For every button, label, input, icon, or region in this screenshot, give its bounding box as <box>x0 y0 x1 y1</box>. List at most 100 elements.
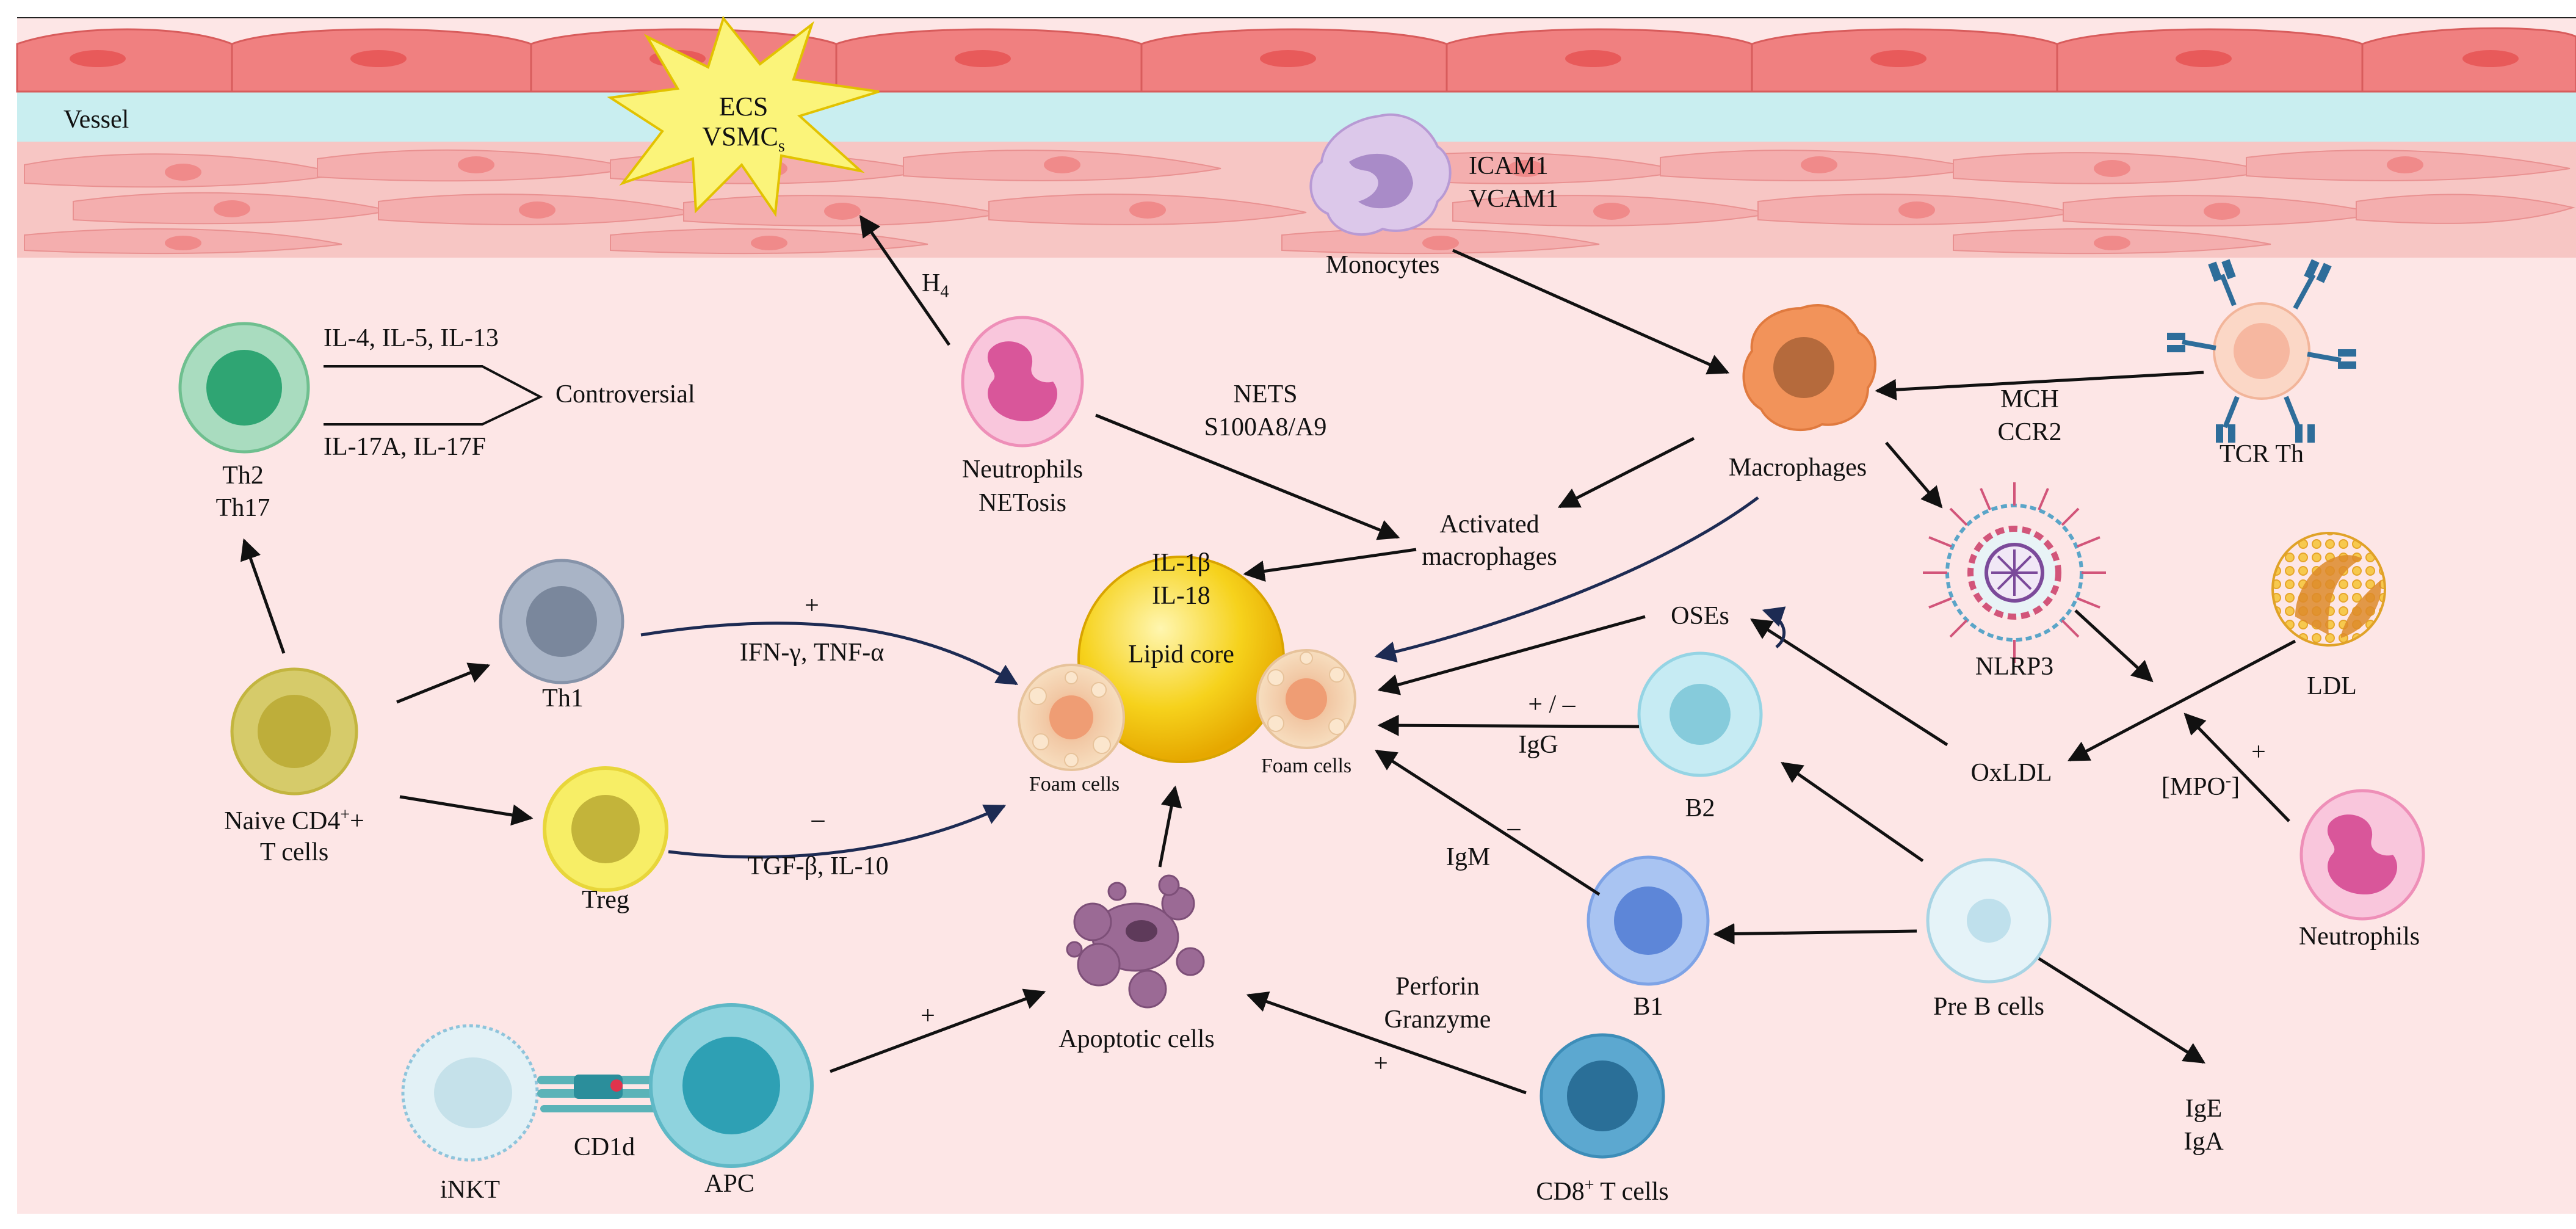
mpo-base: [MPO <box>2161 773 2226 801</box>
b2-label: B2 <box>1685 794 1715 822</box>
th1-cell <box>499 559 624 684</box>
top-border <box>17 17 2576 18</box>
arrow-b1-to-core <box>1375 749 1601 896</box>
apoptotic-cells <box>1066 874 1205 1009</box>
nets-label: NETS <box>1233 380 1298 408</box>
nlrp3-inflammasome <box>1923 482 2106 663</box>
neutrophils-right-label: Neutrophils <box>2298 923 2420 951</box>
macrophage-cell <box>1742 304 1876 432</box>
burst-line1: ECS <box>718 92 769 121</box>
foam-left-label: Foam cells <box>1029 768 1120 799</box>
tcr-th-cell <box>2167 259 2356 443</box>
pre-b-cell <box>1926 858 2052 984</box>
controversial-label: Controversial <box>555 380 695 408</box>
cd8-t-cell <box>1539 1033 1665 1159</box>
th2-label: Th2 <box>222 462 264 490</box>
apc-label: APC <box>704 1170 754 1198</box>
ccr2-label: CCR2 <box>1997 418 2062 446</box>
naive-cd4-cell <box>230 667 358 796</box>
burst-line2-base: VSMC <box>702 121 778 152</box>
arrow-nlrp3-to-mpo <box>2074 609 2154 683</box>
igm-label: IgM <box>1445 843 1491 871</box>
arrow-neutrophil-to-activated <box>1095 413 1400 540</box>
endothelial-cells <box>16 27 2576 93</box>
igm-minus-label: – <box>1507 814 1521 842</box>
adhesion-vcam1: VCAM1 <box>1469 185 1559 213</box>
cd8-label: CD8+ T cells <box>1536 1175 1668 1208</box>
arrow-monocyte-to-macrophage <box>1452 248 1730 375</box>
ldl-particle <box>2271 532 2386 647</box>
th1-plus-label: + <box>805 592 819 620</box>
arrow-b2-to-core <box>1377 714 1640 736</box>
macrophages-label: Macrophages <box>1728 454 1867 482</box>
naive-base: Naive CD4 <box>224 807 341 835</box>
vessel-label: Vessel <box>63 106 129 134</box>
mpo-sup: - <box>2225 771 2232 790</box>
cd8-sup: + <box>1584 1176 1594 1195</box>
apoptotic-label: Apoptotic cells <box>1058 1025 1215 1053</box>
lipid-core-label: Lipid core <box>1128 640 1234 669</box>
arrow-oses-to-core <box>1377 615 1646 695</box>
ldl-label: LDL <box>2307 672 2357 700</box>
neutrophil-top-cell <box>961 316 1084 448</box>
cd1d-complex <box>537 1075 665 1112</box>
activated-label: Activated <box>1439 510 1539 538</box>
arrow-b2-to-oses <box>1762 606 1786 648</box>
il18-label: IL-18 <box>1152 582 1210 610</box>
burst-line2: VSMCs <box>702 121 785 156</box>
arrow-naive-to-th2 <box>240 538 286 654</box>
arrow-tcrth-to-macrophage <box>1875 371 2204 401</box>
il17-label: IL-17A, IL-17F <box>324 433 486 461</box>
oxldl-label: OxLDL <box>1970 759 2052 787</box>
tgf-il10-label: TGF-β, IL-10 <box>747 852 889 880</box>
b1-cell <box>1586 855 1710 986</box>
naive-sup: + <box>340 805 350 824</box>
burst-line2-sub: s <box>778 137 785 156</box>
treg-label: Treg <box>582 886 629 914</box>
cd8-tail: T cells <box>1594 1178 1669 1206</box>
vessel-lumen <box>17 92 2576 147</box>
arrow-preb-to-b1 <box>1713 923 1917 945</box>
arrow-preb-to-ige <box>2038 957 2205 1064</box>
arrow-activated-to-il1b <box>1243 548 1417 582</box>
foam-cell-right <box>1256 649 1356 749</box>
arrow-apoptotic-to-core <box>1158 785 1182 868</box>
burst-label: ECS VSMCs <box>702 92 785 156</box>
foam-left-text: Foam cells <box>1029 773 1120 796</box>
arrow-naive-to-treg <box>399 795 534 826</box>
netosis-label: NETosis <box>978 489 1067 517</box>
pre-b-label: Pre B cells <box>1933 993 2044 1021</box>
b1-label: B1 <box>1633 993 1663 1021</box>
macrophages-activated-label: macrophages <box>1422 543 1557 571</box>
igg-label: IgG <box>1518 731 1558 759</box>
arrow-neutrophil-to-mpo <box>2183 712 2290 822</box>
cd8-base: CD8 <box>1536 1178 1585 1206</box>
naive-tail: + <box>350 807 364 835</box>
arrow-apc-to-apoptotic <box>830 988 1046 1073</box>
apc-plus-label: + <box>921 1002 935 1030</box>
mpo-plus-label: + <box>2251 738 2266 766</box>
arrows-navy <box>640 496 1786 859</box>
neutrophil-right-cell <box>2299 789 2425 921</box>
foam-right-label: Foam cells <box>1261 750 1351 780</box>
arrow-macrophage-to-core <box>1374 496 1759 662</box>
il4-il5-il13-label: IL-4, IL-5, IL-13 <box>324 324 499 352</box>
th1-label: Th1 <box>542 684 584 712</box>
arrow-ldl-to-oxldl <box>2067 639 2296 762</box>
monocyte-cell <box>1309 113 1452 236</box>
tcr-th-label: TCR Th <box>2219 440 2304 468</box>
arrow-naive-to-th1 <box>396 662 491 704</box>
mch-label: MCH <box>2000 385 2059 413</box>
mpo-close: ] <box>2231 773 2240 801</box>
arrow-oxldl-to-oses <box>1750 618 1948 747</box>
arrow-cd8-to-apoptotic <box>1246 991 1527 1095</box>
th17-label: Th17 <box>215 494 270 522</box>
il1b-label: IL-1β <box>1152 549 1210 577</box>
cd1d-label: CD1d <box>573 1133 635 1161</box>
iga-label: IgA <box>2183 1128 2224 1156</box>
naive-cd4-label: Naive CD4++ <box>224 805 364 837</box>
arrow-neutrophil-to-ecs <box>859 215 951 346</box>
arrow-treg-to-foam <box>668 804 1007 859</box>
